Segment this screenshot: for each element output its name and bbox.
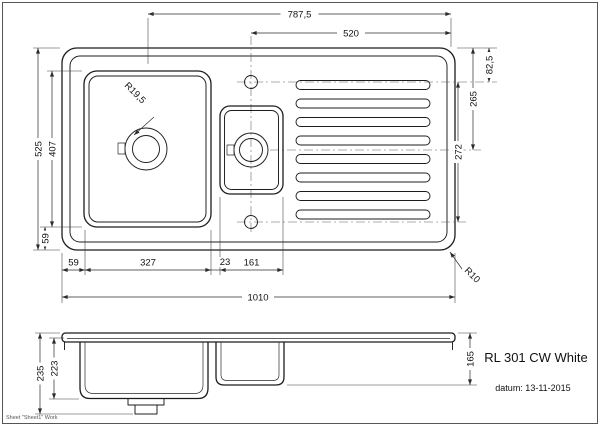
dim-text-165: 165	[466, 351, 477, 367]
dim-text-161: 161	[244, 258, 260, 269]
dim-text-59-left: 59	[41, 233, 52, 244]
dim-text-235: 235	[36, 366, 47, 382]
sink-outline	[61, 47, 456, 251]
left-overflow-notch	[117, 142, 126, 155]
large-basin-section-inner	[84, 342, 204, 394]
dim-label-265: 265	[467, 88, 480, 110]
dim-label-top-overall: 787,5	[280, 8, 319, 21]
sink-inner-rim	[69, 55, 448, 243]
small-basin	[219, 105, 284, 195]
small-basin-section-outer	[215, 342, 285, 386]
radius-callout-basin: R19,5	[122, 80, 155, 136]
small-basin-section-inner	[220, 342, 280, 381]
flute	[295, 117, 431, 127]
dim-label-407: 407	[46, 138, 59, 160]
date-label: datum: 13-11-2015	[495, 383, 570, 393]
flute	[295, 172, 431, 183]
dim-text-407: 407	[48, 141, 59, 157]
large-basin-section-outer	[79, 342, 209, 400]
sheet-note: Sheet "Sheet1" Work	[6, 415, 58, 421]
dim-label-520: 520	[337, 27, 365, 40]
left-drain-inner	[132, 135, 160, 163]
drain-pipe	[134, 404, 158, 415]
small-overflow-notch	[226, 144, 235, 156]
dim-text-r10: R10	[462, 265, 482, 285]
dim-text-265: 265	[469, 91, 480, 107]
flute	[295, 80, 431, 90]
flute	[295, 209, 431, 220]
dimensions-top-view: 787,5 520 82,5 265 272	[32, 8, 497, 304]
drainboard-flutes	[295, 80, 431, 220]
flute	[295, 98, 431, 109]
front-view: 235 223 165	[34, 332, 477, 415]
flute	[295, 154, 431, 164]
dim-label-59-left: 59	[39, 230, 52, 247]
left-basin-inner	[88, 75, 207, 223]
small-basin-inner	[224, 110, 279, 190]
left-basin-outer	[83, 70, 212, 228]
top-view	[61, 36, 497, 251]
tap-hole-top	[244, 75, 258, 89]
tap-hole-bottom	[244, 215, 258, 229]
left-basin	[83, 70, 212, 228]
dim-text-23: 23	[220, 257, 231, 268]
dim-text-1010: 1010	[247, 293, 268, 304]
dim-text-82-5: 82,5	[485, 56, 496, 75]
model-title: RL 301 CW White	[484, 350, 588, 365]
dim-text-327: 327	[140, 258, 156, 269]
small-drain-inner	[239, 138, 263, 162]
dim-text-223: 223	[50, 361, 61, 377]
dim-label-1010: 1010	[242, 291, 274, 304]
dim-label-165: 165	[464, 348, 477, 370]
dim-text-59-bottom: 59	[68, 258, 79, 269]
flute	[295, 135, 431, 146]
dim-text-r19-5: R19,5	[122, 80, 148, 106]
dim-label-23: 23	[217, 257, 233, 268]
dim-label-235: 235	[34, 362, 47, 385]
dim-label-525: 525	[32, 138, 45, 160]
small-basin-outer	[219, 105, 284, 195]
flute	[295, 191, 431, 201]
dim-text-525: 525	[34, 141, 45, 157]
rim-profile	[61, 332, 456, 343]
dim-text-520: 520	[343, 29, 359, 40]
dim-text-272: 272	[454, 144, 465, 160]
left-drain-outer	[124, 127, 168, 171]
dim-label-82-5: 82,5	[483, 52, 496, 78]
dim-label-272: 272	[452, 141, 465, 163]
drain-flange	[127, 398, 165, 406]
dim-text-top-overall: 787,5	[288, 10, 312, 21]
dim-label-223: 223	[48, 357, 61, 380]
